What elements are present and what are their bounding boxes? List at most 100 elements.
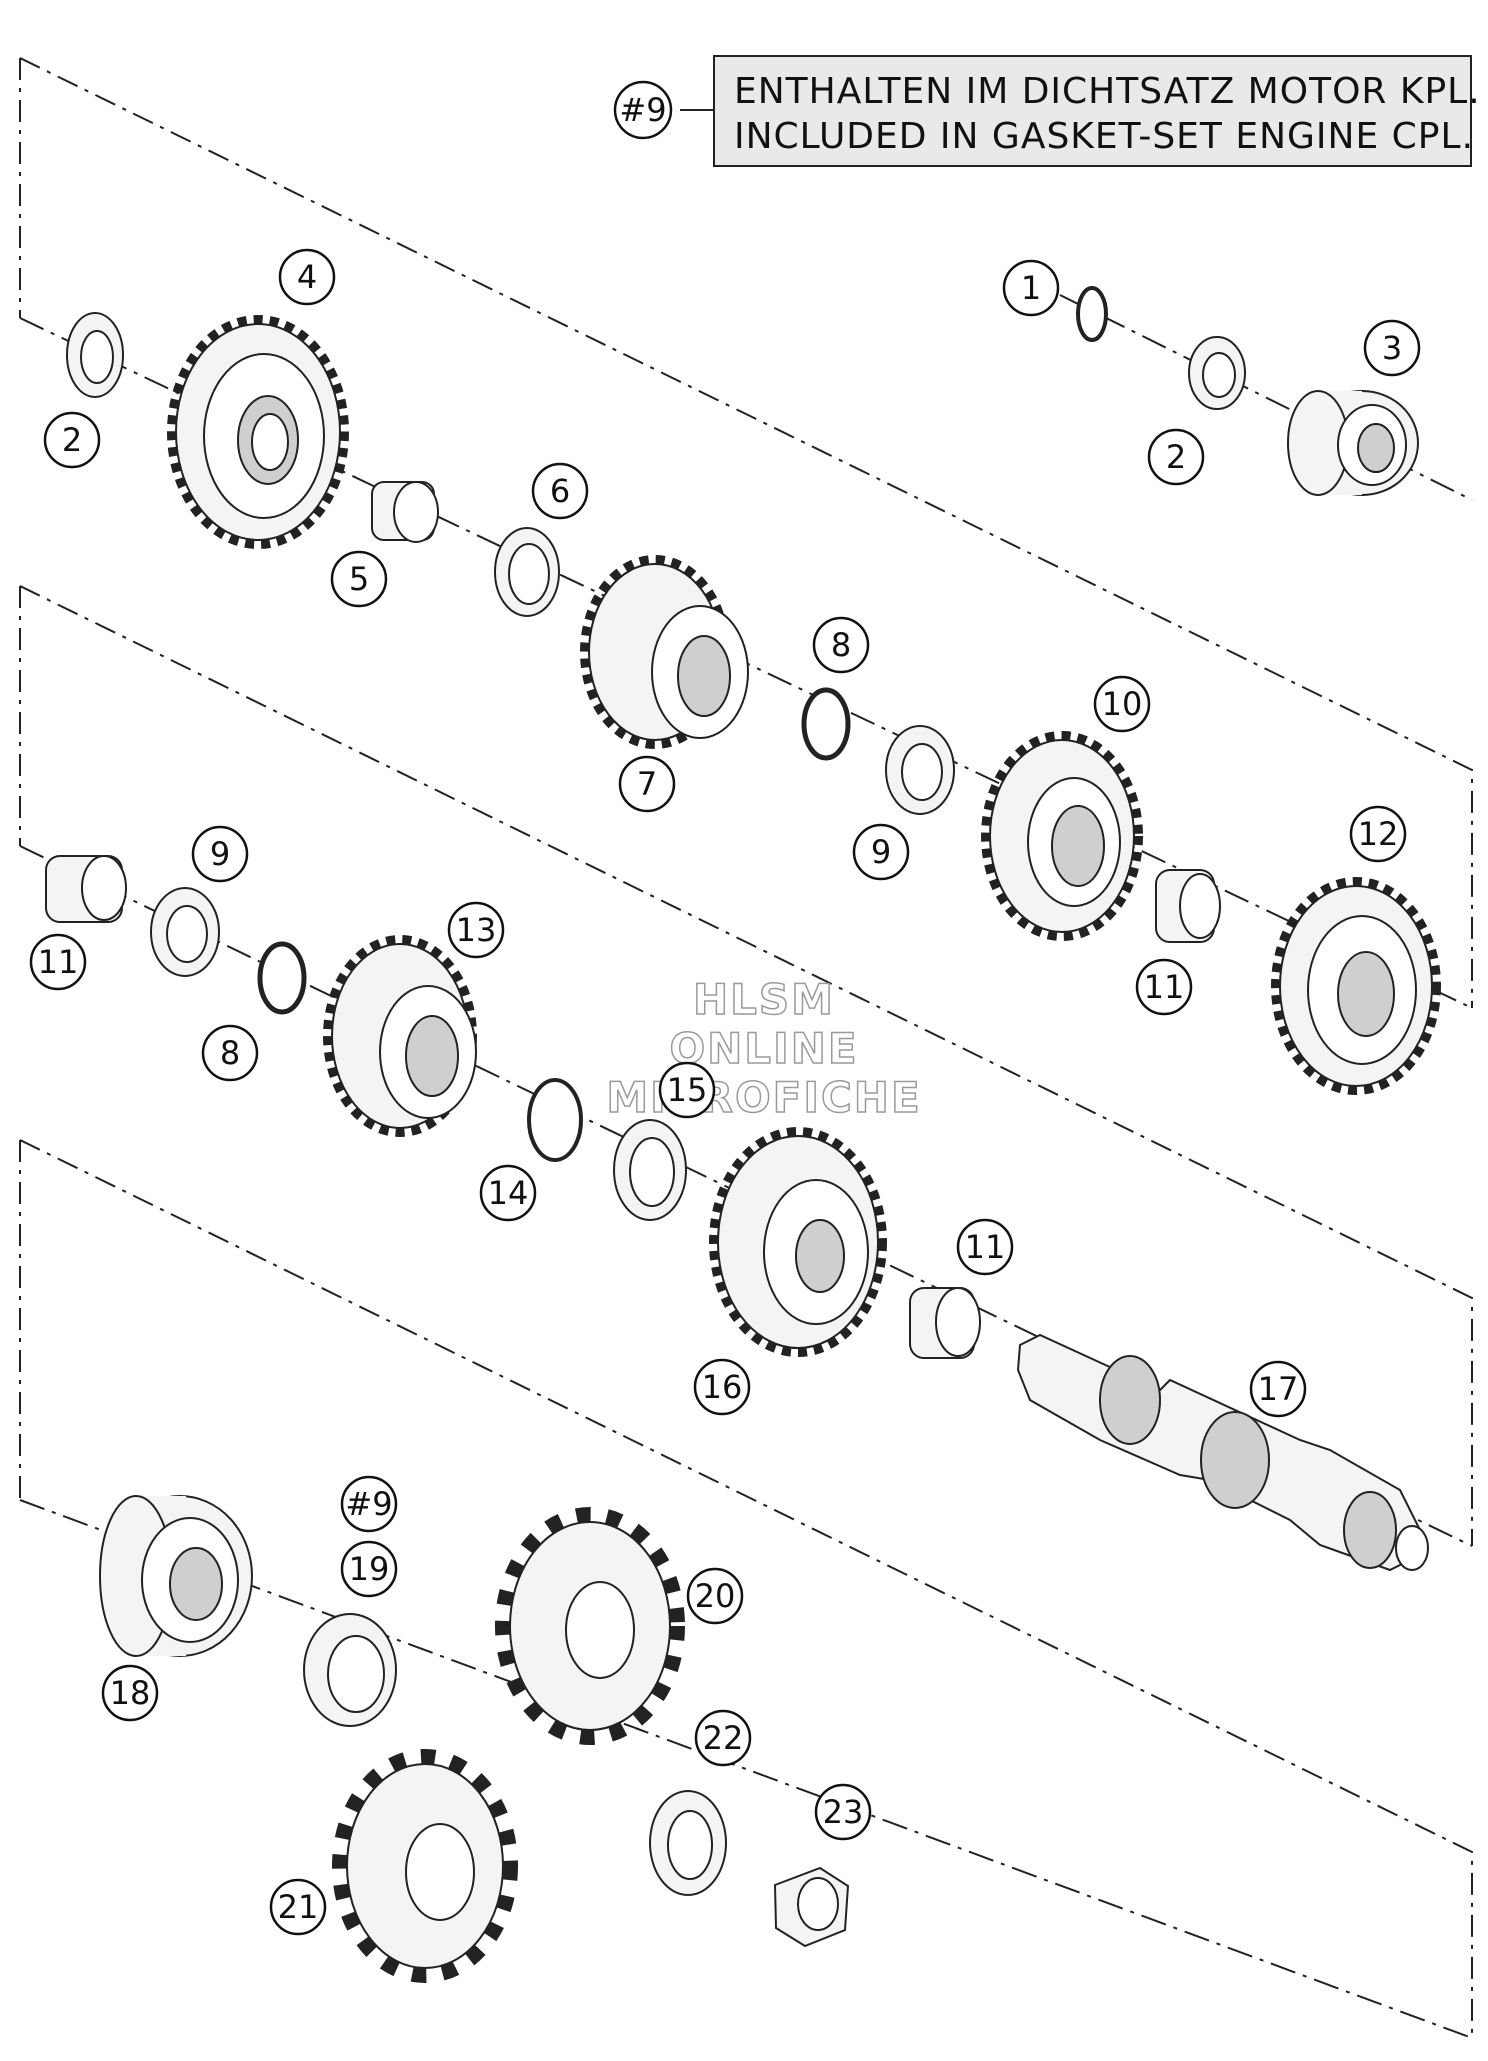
callout-label: 8	[831, 626, 851, 664]
callout-label: 10	[1102, 685, 1143, 723]
callout-label: 2	[1166, 438, 1186, 476]
callout-5[interactable]: 5	[330, 550, 388, 608]
part-circlip-1	[1076, 286, 1108, 342]
group-frames	[19, 57, 1473, 2038]
callout-13[interactable]: 13	[447, 901, 505, 959]
callout-14[interactable]: 14	[479, 1164, 537, 1222]
part-sprocket-21	[332, 1749, 518, 1983]
part-bushing-5	[371, 481, 439, 543]
part-bushing-11-top	[1155, 869, 1221, 943]
callout-6[interactable]: 6	[531, 462, 589, 520]
callout-11[interactable]: 11	[29, 933, 87, 991]
note-ref-circle	[613, 80, 673, 140]
part-washer-22	[649, 1790, 727, 1896]
watermark-line1: HLSM	[693, 975, 835, 1024]
watermark-line2: ONLINE	[669, 1024, 858, 1073]
part-mainshaft-17	[1016, 1333, 1429, 1572]
part-washer-2-right	[1188, 336, 1246, 410]
part-washer-9-top	[885, 725, 955, 815]
callout-label: 16	[702, 1368, 743, 1406]
callout-label: 6	[550, 472, 570, 510]
part-washer-15	[613, 1119, 687, 1221]
callout-23[interactable]: 23	[814, 1783, 872, 1841]
part-washer-6	[494, 527, 560, 617]
callout-label: 8	[220, 1034, 240, 1072]
callout-label: 1	[1021, 269, 1041, 307]
callout-label: 7	[637, 765, 657, 803]
callout-22[interactable]: 22	[694, 1709, 752, 1767]
callout-8[interactable]: 8	[201, 1024, 259, 1082]
callout-3[interactable]: 3	[1363, 319, 1421, 377]
callout-21[interactable]: 21	[269, 1878, 327, 1936]
frame-bottom	[19, 1139, 1473, 2038]
part-bushing-11-right	[909, 1287, 981, 1359]
callout-label: 19	[349, 1550, 390, 1588]
callout-label: 11	[965, 1228, 1006, 1266]
callouts: 1 2 2 3 4 5 6 7 8 8 9 9 10 11 11 11 12 1…	[29, 248, 1421, 1936]
callout-9[interactable]: 9	[852, 823, 910, 881]
callout-label: 15	[667, 1071, 708, 1109]
note-line-german: ENTHALTEN IM DICHTSATZ MOTOR KPL.	[734, 71, 1481, 112]
callout-15[interactable]: 15	[658, 1061, 716, 1119]
part-nut-23	[773, 1866, 850, 1948]
callout-label: #9	[345, 1485, 392, 1523]
callout-12[interactable]: 12	[1349, 805, 1407, 863]
callout-label: 9	[210, 835, 230, 873]
callout-9[interactable]: 9	[191, 825, 249, 883]
callout-label: 23	[823, 1793, 864, 1831]
callout-label: 11	[1144, 968, 1185, 1006]
callout-label: 11	[38, 943, 79, 981]
callout-2[interactable]: 2	[43, 411, 101, 469]
callout-17[interactable]: 17	[1249, 1360, 1307, 1418]
callout-label: 20	[695, 1577, 736, 1615]
callout-label: 2	[62, 421, 82, 459]
callout-7[interactable]: 7	[618, 755, 676, 813]
note-line-english: INCLUDED IN GASKET-SET ENGINE CPL.	[734, 116, 1474, 157]
part-gear-13	[323, 935, 477, 1137]
part-gear-16	[709, 1127, 887, 1357]
part-gear-7	[580, 555, 749, 749]
callout-label: 21	[278, 1888, 319, 1926]
part-bearing-18	[99, 1495, 253, 1657]
note-box	[713, 55, 1472, 167]
callout-label: 4	[297, 258, 317, 296]
callout-2[interactable]: 2	[1147, 428, 1205, 486]
callout-9-ref[interactable]: #9	[340, 1475, 398, 1533]
callout-18[interactable]: 18	[101, 1664, 159, 1722]
gasket-set-note: #9 ENTHALTEN IM DICHTSATZ MOTOR KPL. INC…	[613, 55, 1481, 167]
callout-label: 17	[1258, 1370, 1299, 1408]
frame-top	[19, 57, 1473, 1008]
watermark: HLSM ONLINE MICROFICHE	[606, 974, 921, 1123]
part-circlip-14	[527, 1078, 583, 1162]
part-seal-19	[303, 1613, 397, 1727]
callout-label: 13	[456, 911, 497, 949]
callout-label: 14	[488, 1174, 529, 1212]
watermark-line3: MICROFICHE	[606, 1073, 921, 1122]
part-bearing-3	[1287, 390, 1419, 496]
part-gear-10	[981, 731, 1143, 941]
part-gear-12	[1271, 877, 1441, 1095]
callout-4[interactable]: 4	[278, 248, 336, 306]
part-circlip-8-top	[801, 687, 851, 761]
callout-10[interactable]: 10	[1093, 675, 1151, 733]
part-washer-9-mid	[150, 887, 220, 977]
callout-label: 22	[703, 1719, 744, 1757]
callout-label: 18	[110, 1674, 151, 1712]
callout-16[interactable]: 16	[693, 1358, 751, 1416]
part-gear-4	[167, 315, 349, 549]
part-circlip-8-mid	[257, 941, 307, 1015]
callout-11[interactable]: 11	[1135, 958, 1193, 1016]
callout-label: 5	[349, 560, 369, 598]
callout-20[interactable]: 20	[686, 1567, 744, 1625]
part-washer-2-left	[66, 312, 124, 398]
callout-1[interactable]: 1	[1002, 259, 1060, 317]
callout-label: 12	[1358, 815, 1399, 853]
callout-11[interactable]: 11	[956, 1218, 1014, 1276]
frame-mid	[19, 585, 1473, 1546]
callout-label: 9	[871, 833, 891, 871]
callout-label: 3	[1382, 329, 1402, 367]
callout-19[interactable]: 19	[340, 1540, 398, 1598]
callout-8[interactable]: 8	[812, 616, 870, 674]
note-ref-label: #9	[619, 91, 666, 129]
